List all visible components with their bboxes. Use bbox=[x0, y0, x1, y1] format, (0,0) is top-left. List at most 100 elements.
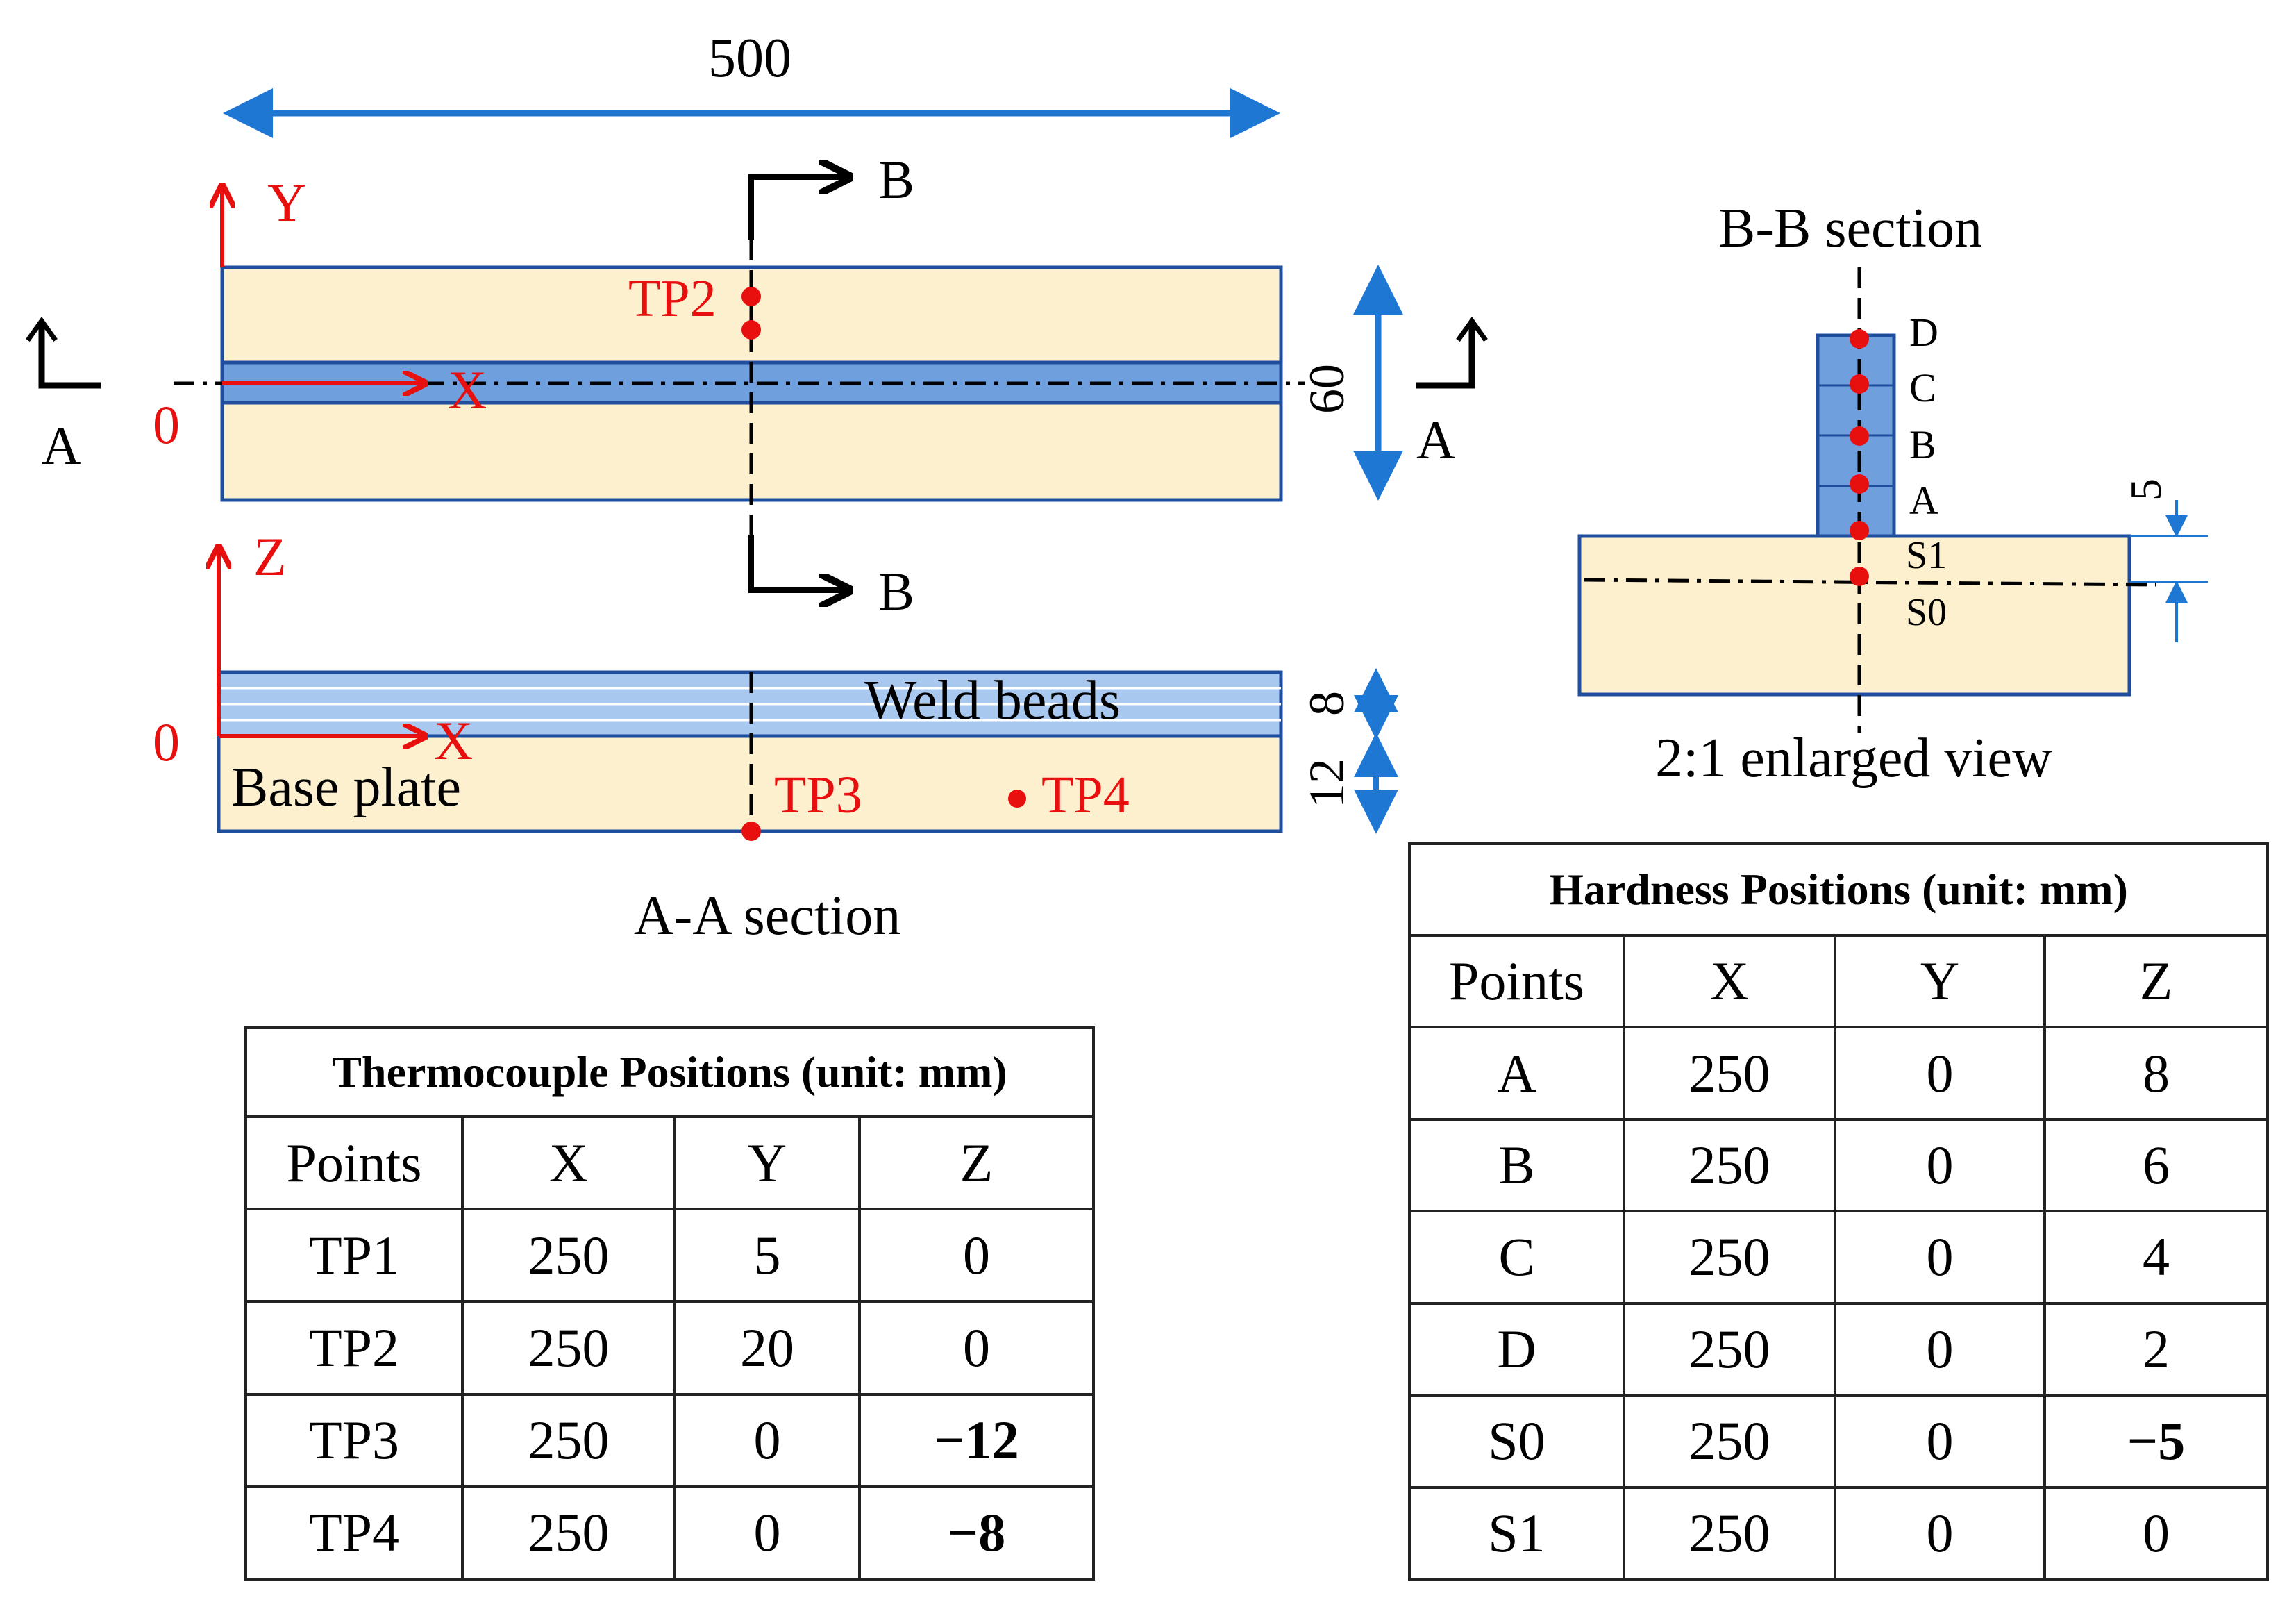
bb-dim-label: 5 bbox=[2121, 478, 2170, 501]
hardness-point-c bbox=[1850, 374, 1869, 394]
tp4-point bbox=[1008, 790, 1026, 808]
hardness-point-s1 bbox=[1850, 521, 1869, 540]
aa-section: Z X 0 Weld beads Base plate TP3 TP4 8 12… bbox=[153, 526, 1398, 947]
section-a-left-arrowhead bbox=[26, 316, 58, 342]
table-cell: 250 bbox=[461, 1485, 676, 1581]
table-cell: 0 bbox=[673, 1392, 861, 1488]
table-cell: 250 bbox=[1623, 1117, 1836, 1213]
table-cell: 0 bbox=[2043, 1485, 2269, 1581]
base-plate-label: Base plate bbox=[231, 757, 461, 818]
hardness-table-title: Hardness Positions (unit: mm) bbox=[1408, 842, 2269, 937]
table-cell: S0 bbox=[1408, 1394, 1625, 1489]
weld-beads-label: Weld beads bbox=[864, 670, 1121, 731]
tp3-label: TP3 bbox=[774, 766, 862, 824]
bb-label-b: B bbox=[1909, 422, 1936, 467]
table-cell: TP4 bbox=[244, 1485, 464, 1581]
section-b-top-marker bbox=[748, 177, 847, 240]
top-view: 500 Y X 0 A A B B 60 TP2 bbox=[26, 28, 1488, 622]
table-cell: 250 bbox=[461, 1392, 676, 1488]
table-row: TP1 250 5 0 bbox=[244, 1208, 1095, 1303]
table-row: TP3 250 0 −12 bbox=[244, 1392, 1095, 1488]
table-row: D 250 0 2 bbox=[1408, 1301, 2269, 1397]
thermocouple-header-points: Points bbox=[244, 1115, 464, 1211]
bb-label-s0: S0 bbox=[1906, 591, 1947, 634]
tp2-point bbox=[741, 287, 761, 306]
table-cell: B bbox=[1408, 1117, 1625, 1213]
length-dimension-label: 500 bbox=[708, 28, 791, 89]
section-a-right-marker bbox=[1416, 325, 1475, 389]
x-axis-label: X bbox=[448, 360, 487, 420]
table-row: S0 250 0 −5 bbox=[1408, 1394, 2269, 1489]
section-a-right-label: A bbox=[1416, 410, 1455, 470]
hardness-header-z: Z bbox=[2043, 933, 2269, 1029]
table-cell: 0 bbox=[1834, 1301, 2046, 1397]
table-cell: S1 bbox=[1408, 1485, 1625, 1581]
table-cell: 2 bbox=[2043, 1301, 2269, 1397]
table-cell: 250 bbox=[1623, 1485, 1836, 1581]
bb-label-c: C bbox=[1909, 365, 1936, 410]
table-cell: 250 bbox=[1623, 1301, 1836, 1397]
hardness-header-x: X bbox=[1623, 933, 1836, 1029]
table-cell: 4 bbox=[2043, 1210, 2269, 1305]
tp3-point bbox=[741, 822, 761, 841]
bead-height-label: 8 bbox=[1299, 691, 1355, 716]
table-cell: 5 bbox=[673, 1208, 861, 1303]
thermocouple-header-x: X bbox=[461, 1115, 676, 1211]
table-row: TP4 250 0 −8 bbox=[244, 1485, 1095, 1581]
table-cell: 250 bbox=[1623, 1210, 1836, 1305]
hardness-table: Hardness Positions (unit: mm) Points X Y… bbox=[1408, 842, 2269, 1581]
width-dimension-label: 60 bbox=[1299, 364, 1355, 414]
table-cell: 0 bbox=[1834, 1117, 2046, 1213]
origin-label: 0 bbox=[153, 394, 180, 455]
bb-section-title: B-B section bbox=[1718, 198, 1982, 259]
thermocouple-table: Thermocouple Positions (unit: mm) Points… bbox=[244, 1026, 1095, 1581]
bb-label-a: A bbox=[1909, 478, 1938, 523]
section-b-bottom-label: B bbox=[878, 561, 914, 622]
table-cell: TP2 bbox=[244, 1300, 464, 1396]
table-row: C 250 0 4 bbox=[1408, 1210, 2269, 1305]
hardness-point-d bbox=[1850, 329, 1869, 349]
section-b-bottom-marker bbox=[748, 535, 847, 590]
table-cell: 0 bbox=[1834, 1026, 2046, 1121]
table-cell: 8 bbox=[2043, 1026, 2269, 1121]
table-row: A 250 0 8 bbox=[1408, 1026, 2269, 1121]
tp4-label: TP4 bbox=[1041, 766, 1130, 824]
aa-origin-label: 0 bbox=[153, 712, 180, 772]
table-cell: C bbox=[1408, 1210, 1625, 1305]
y-axis-label: Y bbox=[267, 172, 306, 233]
table-cell: 0 bbox=[673, 1485, 861, 1581]
table-cell: −12 bbox=[858, 1392, 1095, 1488]
plate-height-label: 12 bbox=[1299, 758, 1355, 808]
table-cell: 0 bbox=[1834, 1210, 2046, 1305]
tp1-point bbox=[741, 320, 761, 340]
bb-base-plate bbox=[1577, 534, 2131, 697]
section-a-left-marker bbox=[38, 325, 101, 389]
table-cell: −8 bbox=[858, 1485, 1095, 1581]
table-row: TP2 250 20 0 bbox=[244, 1300, 1095, 1396]
table-cell: A bbox=[1408, 1026, 1625, 1121]
table-cell: 0 bbox=[1834, 1485, 2046, 1581]
table-cell: −5 bbox=[2043, 1394, 2269, 1489]
table-cell: 250 bbox=[1623, 1026, 1836, 1121]
bb-label-d: D bbox=[1909, 310, 1938, 355]
thermocouple-table-title: Thermocouple Positions (unit: mm) bbox=[244, 1026, 1095, 1118]
section-a-left-label: A bbox=[42, 415, 81, 476]
section-b-top-label: B bbox=[878, 149, 914, 210]
aa-x-axis-label: X bbox=[434, 710, 473, 771]
table-cell: 6 bbox=[2043, 1117, 2269, 1213]
table-cell: 250 bbox=[461, 1300, 676, 1396]
bb-section: B-B section D C B A S1 S0 5 2:1 enlarged… bbox=[1577, 198, 2208, 789]
thermocouple-header-z: Z bbox=[858, 1115, 1095, 1211]
table-cell: 250 bbox=[1623, 1394, 1836, 1489]
section-a-right-arrowhead bbox=[1456, 316, 1488, 342]
table-cell: D bbox=[1408, 1301, 1625, 1397]
table-cell: TP3 bbox=[244, 1392, 464, 1488]
hardness-point-s0 bbox=[1850, 567, 1869, 586]
table-row: B 250 0 6 bbox=[1408, 1117, 2269, 1213]
bb-section-caption: 2:1 enlarged view bbox=[1655, 728, 2052, 789]
thermocouple-header-y: Y bbox=[673, 1115, 861, 1211]
hardness-point-a bbox=[1850, 474, 1869, 494]
table-cell: 20 bbox=[673, 1300, 861, 1396]
table-cell: TP1 bbox=[244, 1208, 464, 1303]
hardness-point-b bbox=[1850, 426, 1869, 446]
